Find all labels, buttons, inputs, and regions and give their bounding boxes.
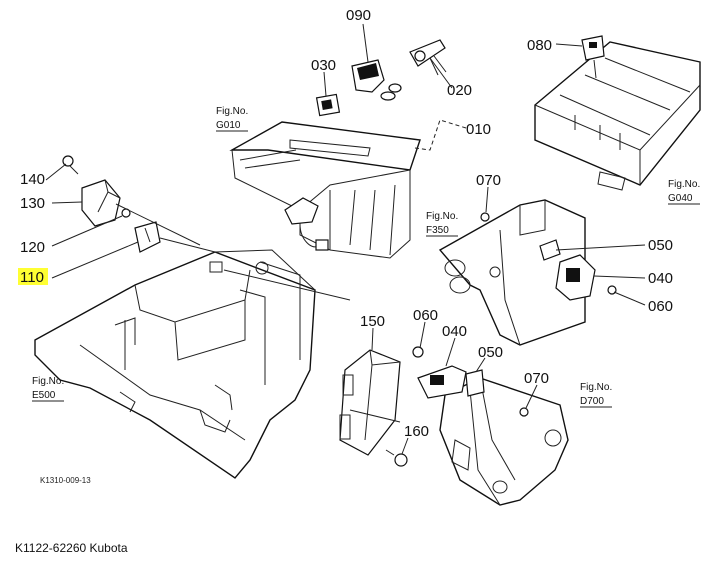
svg-text:D700: D700 <box>580 396 604 407</box>
bolt-160 <box>385 449 408 467</box>
callout-110-highlight <box>18 268 48 285</box>
nut-070-lower <box>519 407 529 417</box>
svg-text:F350: F350 <box>426 225 449 236</box>
callout-labels: 090 030 020 010 080 140 130 120 110 070 … <box>18 7 673 440</box>
relay-130 <box>81 179 121 227</box>
callout-070-lower: 070 <box>524 370 549 387</box>
callout-140: 140 <box>20 171 45 188</box>
callout-090: 090 <box>346 7 371 24</box>
nut-070-upper <box>480 212 490 222</box>
svg-text:Fig.No.: Fig.No. <box>580 382 612 393</box>
ignition-switch-harness <box>284 197 329 251</box>
nut-ring <box>380 83 402 101</box>
bracket-080 <box>581 35 605 79</box>
svg-text:Fig.No.: Fig.No. <box>216 106 248 117</box>
bracket-050-lower <box>465 369 485 397</box>
fig-ref-g010: Fig.No. G010 <box>216 106 248 132</box>
fig-ref-g040: Fig.No. G040 <box>668 179 700 205</box>
key-switch-030 <box>315 93 341 117</box>
fig-ref-e500: Fig.No. E500 <box>32 376 64 402</box>
pedal-assembly-d700 <box>439 377 569 506</box>
bracket-050-upper <box>539 239 561 261</box>
svg-text:G010: G010 <box>216 120 241 131</box>
callout-070-upper: 070 <box>476 172 501 189</box>
svg-text:G040: G040 <box>668 193 693 204</box>
svg-text:E500: E500 <box>32 390 56 401</box>
svg-text:Fig.No.: Fig.No. <box>426 211 458 222</box>
svg-text:Fig.No.: Fig.No. <box>668 179 700 190</box>
callout-060-upper: 060 <box>648 298 673 315</box>
callout-020: 020 <box>447 82 472 99</box>
screw-140 <box>62 155 79 175</box>
fig-ref-d700: Fig.No. D700 <box>580 382 612 408</box>
callout-110: 110 <box>20 269 44 286</box>
switch-090 <box>351 59 385 93</box>
switch-panel-assembly <box>229 121 421 259</box>
callout-150: 150 <box>360 313 385 330</box>
callout-040-upper: 040 <box>648 270 673 287</box>
callout-040-lower: 040 <box>442 323 467 340</box>
callout-050-upper: 050 <box>648 237 673 254</box>
callout-160: 160 <box>404 423 429 440</box>
main-frame <box>34 249 316 479</box>
battery-block <box>534 41 701 191</box>
pedal-bracket-f350 <box>438 199 586 346</box>
leader-lines <box>45 23 646 455</box>
bracket-110 <box>134 221 161 253</box>
drawing-code: K1310-009-13 <box>40 476 91 485</box>
svg-text:Fig.No.: Fig.No. <box>32 376 64 387</box>
screw-060-lower <box>412 346 424 358</box>
callout-080: 080 <box>527 37 552 54</box>
switch-040-lower <box>417 365 467 399</box>
key-020 <box>409 39 447 76</box>
fig-ref-f350: Fig.No. F350 <box>426 211 458 237</box>
controller-150 <box>339 349 401 456</box>
callout-060-lower: 060 <box>413 307 438 324</box>
part-caption: K1122-62260 Kubota <box>15 541 128 555</box>
callout-010: 010 <box>466 121 491 138</box>
callout-050-lower: 050 <box>478 344 503 361</box>
callout-030: 030 <box>311 57 336 74</box>
callout-130: 130 <box>20 195 45 212</box>
switch-040-upper <box>555 254 596 301</box>
callout-120: 120 <box>20 239 45 256</box>
